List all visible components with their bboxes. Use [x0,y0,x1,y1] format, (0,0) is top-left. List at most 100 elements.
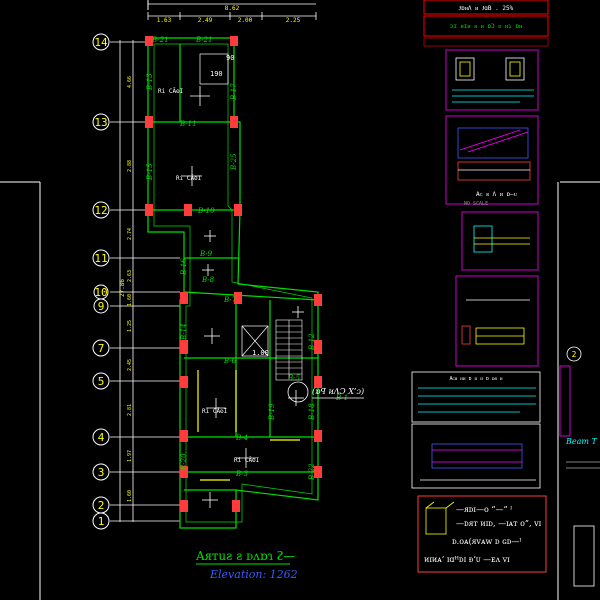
grid-label-14: 14 [94,36,108,49]
beam-label: B-5 [287,374,301,382]
room-label: Ri CĂʘI [158,88,184,95]
column [232,500,240,512]
left-dim: 1.60 [127,490,133,502]
slab-mark: 190 [210,70,223,78]
handwritten-line: ᴅ.ᴏᴀ(ᴙᴠᴀᴡ ᴅ ɢᴅ—ᴵ [452,537,521,546]
grid-label-3: 3 [98,466,105,479]
plan-title-text: Aᴙᴛuƨ ƨ ᴅᴧɒɿ ᴤ— [195,549,295,563]
column [180,340,188,354]
grid-bubble-9 [93,298,109,314]
beam-label: B-22 [308,463,316,481]
beam-label: B-4 [235,434,248,442]
title-block-line1: ɈɒᴎɅ ᴎ ɈɑB . 25% [459,5,514,12]
grid-label-10: 10 [94,286,107,299]
grid-bubble-7 [92,339,110,357]
beam-label: B-14 [180,323,188,341]
column [180,466,188,478]
column [314,466,322,478]
beam-label: B-21 [151,36,169,44]
yellow-walls [197,370,300,481]
column [145,36,153,46]
grid-label-13: 13 [94,116,107,129]
room-label: Ri CĂʘI [176,175,202,182]
slab-box [199,53,229,85]
grid-bubble-3 [92,463,110,481]
grid-label-7: 7 [98,342,105,355]
column [180,292,188,304]
grid-axes [110,41,180,522]
column [145,116,153,128]
left-dim: 1.60 [127,294,133,306]
staircase [275,319,303,381]
grid-bubble-4 [92,428,110,446]
column [230,36,238,46]
columns [145,36,322,512]
top-dim-3: 2.00 [238,17,253,24]
slab-mark: 1.00 [252,349,269,357]
grid-label-5: 5 [98,375,105,388]
beam-label: B-18 [308,403,316,421]
left-dim: 4.66 [127,76,133,88]
left-dimension-chain [119,40,134,522]
grid-bubble-5 [92,372,110,390]
handwritten-note-panel: —ᴙᴅɪ—ᴏ “—” ᴵ —ᴅᴙᴛ ᴎɪᴅ, —ɪᴀᴛ ᴏ”, ᴠɪ ᴅ.ᴏᴀ(… [417,495,547,573]
top-dim-2: 2.49 [198,17,213,24]
room-labels: Ri CĂʘI Ri CĂʘI Ri CĂʘI Ri CĂʘI [158,88,260,464]
grid-bubble-14 [92,33,110,51]
column [180,376,188,388]
top-dim-1: 1.63 [157,17,172,24]
beam-label: B-13 [146,73,154,91]
top-dimension-strip: 8.62 1.63 2.49 2.00 2.25 [147,3,317,24]
beam-label: B-10 [197,207,215,215]
room-label: Ri CĂʘI [202,408,228,415]
top-dim-4: 2.25 [286,17,301,24]
grid-bubble-13 [92,113,110,131]
left-dim: 2.74 [127,228,133,240]
left-dim: 2.81 [127,404,133,416]
beam-label: B-25 [230,153,238,171]
left-dim: 1.97 [127,450,133,462]
beam-label: B-19 [268,403,276,421]
column [314,294,322,306]
right-edge-marker: 2 [572,350,577,359]
top-dim-overall: 8.62 [225,5,240,12]
left-dim: 2.45 [127,359,133,371]
beam-label: B-9 [199,250,213,258]
beam-label: B-8 [201,276,215,284]
left-dims: 4.66 2.88 2.74 2.63 1.60 1.25 2.45 2.81 … [127,76,133,502]
left-dim: 2.63 [127,270,133,282]
detail-caption: Aᴄ ᴙ Ʌ ᴎ ɒ—ᴜ [476,191,518,198]
grid-bubbles [92,33,110,530]
grid-label-9: 9 [98,300,105,313]
left-dim: 1.25 [127,320,133,332]
slab-span-symbols [182,86,304,508]
column [230,116,238,128]
detail-panel-beam [445,115,539,205]
grid-label-1: 1 [98,515,105,528]
detail-panel-column [445,49,539,111]
right-edge-label: Beam T [565,437,598,446]
slab-mark: 90 [226,54,234,62]
beam-label: B-21 [195,36,213,44]
notes-panel: Aᴄᴙ ᴎᴎ ɒ ᴅ ᴎ ɒ ᴅᴙ ᴎ [411,371,541,423]
grid-label-2: 2 [98,499,105,512]
column [234,292,242,304]
column [314,340,322,354]
grid-bubble-labels: 14 13 12 11 10 9 7 5 4 3 2 1 [94,36,108,528]
left-dim-total: 27.86 [119,279,126,297]
handwritten-line: —ᴙᴅɪ—ᴏ “—” ᴵ [456,505,512,514]
column [180,500,188,512]
notes-header: Aᴄᴙ ᴎᴎ ɒ ᴅ ᴎ ɒ ᴅᴙ ᴎ [449,376,502,382]
room-label: Ri CĂʘI [234,457,260,464]
column [234,204,242,216]
grid-label-12: 12 [94,204,107,217]
beam-label: B-16 [180,258,188,276]
title-block-line2: ɔɪ ᴎɪᴎ ᴙ ᴎ ɒƆ ᴅ ᴎɿ ɒᴎ [450,23,523,30]
grid-bubble-11 [92,249,110,267]
beam-label: B-6 [223,357,237,365]
beam-label: B-12 [308,333,316,351]
beam-label: B-11 [179,120,197,128]
beam-label: B-3 [235,470,249,478]
